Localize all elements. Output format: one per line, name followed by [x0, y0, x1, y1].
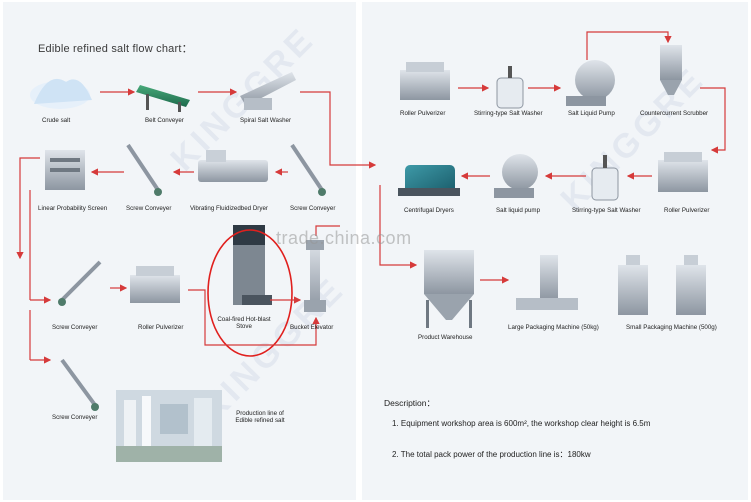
linear-screen-image [45, 150, 85, 190]
spiral-washer-image [240, 72, 296, 110]
highlight-circle [207, 229, 293, 357]
salt-pump-label: Salt Liquid Pump [568, 110, 615, 117]
stirring-washer-image [591, 155, 619, 201]
vibrating-dryer-label: Vibrating Fluidizedbed Dryer [190, 205, 268, 212]
salt-pump-image [566, 60, 615, 106]
hot-blast-stove-image [233, 225, 272, 305]
small-packaging-machine-image [618, 255, 648, 315]
vibrating-dryer-image [198, 150, 268, 182]
crude-salt-label: Crude salt [42, 117, 71, 124]
bucket-elevator-image [304, 240, 326, 312]
description-heading: Description： [384, 398, 436, 408]
description-line-1: 1. Equipment workshop area is 600m², the… [392, 419, 651, 428]
centrifugal-dryers-label: Centrifugal Dryers [404, 207, 454, 214]
belt-conveyer-label: Belt Conveyer [145, 117, 184, 124]
screw-conveyer-label: Screw Conveyer [52, 414, 98, 421]
stirring-washer-image [496, 66, 524, 109]
panel-divider [356, 0, 362, 502]
countercurrent-scrubber-label: Countercurrent Scrubber [640, 110, 709, 117]
centrifugal-dryer-image [398, 165, 460, 196]
screw-conveyer-label: Screw Conveyer [126, 205, 172, 212]
linear-screen-label: Linear Probability Screen [38, 205, 108, 212]
screw-conveyer-label: Screw Conveyer [290, 205, 336, 212]
salt-pump-image [494, 154, 538, 198]
product-warehouse-label: Product Warehouse [418, 334, 473, 341]
screw-conveyer-label: Screw Conveyer [52, 324, 98, 331]
product-warehouse-image [424, 250, 474, 328]
roller-pulverizer-label: Roller Pulverizer [400, 110, 446, 117]
screw-conveyer-image [290, 143, 326, 196]
small-packaging-label: Small Packaging Machine (500g) [626, 324, 717, 331]
production-line-photo [116, 390, 222, 462]
watermark-text: trade.china.com [276, 228, 412, 248]
salt-pump-label: Salt liquid pump [496, 207, 541, 214]
chart-title: Edible refined salt flow chart： [38, 43, 193, 55]
production-line-caption: Production line of Edible refined salt [235, 410, 285, 424]
description-line-2: 2. The total pack power of the productio… [392, 450, 591, 459]
large-packaging-machine-image [516, 255, 578, 310]
screw-conveyer-image [126, 143, 162, 196]
belt-conveyer-image [136, 85, 190, 112]
large-packaging-label: Large Packaging Machine (50kg) [508, 324, 599, 331]
small-packaging-machine-image [676, 255, 706, 315]
countercurrent-scrubber-image [660, 45, 682, 95]
hot-blast-stove-label: Coal-fired Hot-blast Stove [217, 316, 271, 330]
stirring-washer-label: Stirring-type Salt Washer [474, 110, 543, 117]
spiral-washer-label: Spiral Salt Washer [240, 117, 292, 124]
roller-pulverizer-image [400, 62, 450, 100]
bucket-elevator-label: Bucket Elevator [290, 324, 334, 331]
roller-pulverizer-label: Roller Pulverizer [664, 207, 710, 214]
screw-conveyer-image [58, 260, 102, 306]
stirring-washer-label: Stirring-type Salt Washer [572, 207, 641, 214]
roller-pulverizer-image [130, 266, 180, 303]
screw-conveyer-image [60, 358, 99, 411]
roller-pulverizer-label: Roller Pulverizer [138, 324, 184, 331]
crude-salt-image [30, 78, 92, 109]
roller-pulverizer-image [658, 152, 708, 192]
